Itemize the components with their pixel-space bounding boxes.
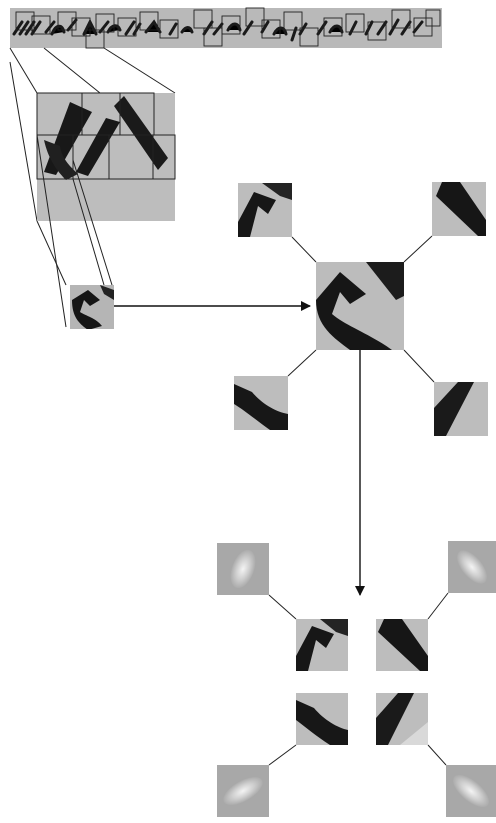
gabor-to-quadrant-lines	[268, 592, 449, 766]
extracted-patch	[70, 285, 114, 329]
subpatch-bottom-left	[234, 376, 288, 430]
center-patch	[316, 262, 404, 350]
center-to-subpatch-lines	[287, 235, 435, 383]
strip-patch-grid	[15, 7, 441, 49]
text-strip	[10, 7, 442, 49]
quadrant-bottom-left	[296, 693, 348, 745]
gabor-filter-top-left	[217, 543, 269, 595]
gabor-filter-bottom-right	[446, 765, 496, 817]
strip-background	[10, 8, 442, 48]
quadrant-top-left	[296, 619, 348, 671]
strip-handwriting	[12, 18, 424, 42]
zoom-strokes	[44, 96, 168, 180]
subpatch-top-right	[432, 182, 486, 236]
gabor-filter-top-right	[448, 541, 496, 593]
subpatch-top-left	[238, 183, 292, 237]
quadrant-bottom-right	[376, 693, 428, 745]
subpatch-bottom-right	[434, 382, 488, 436]
quadrant-top-right	[376, 619, 428, 671]
strip-to-zoom-lines	[9, 47, 176, 222]
zoom-to-patch-lines	[36, 134, 113, 328]
zoomed-region	[36, 92, 176, 221]
zoom-patch-grid	[36, 92, 176, 180]
gabor-filter-bottom-left	[217, 765, 269, 817]
